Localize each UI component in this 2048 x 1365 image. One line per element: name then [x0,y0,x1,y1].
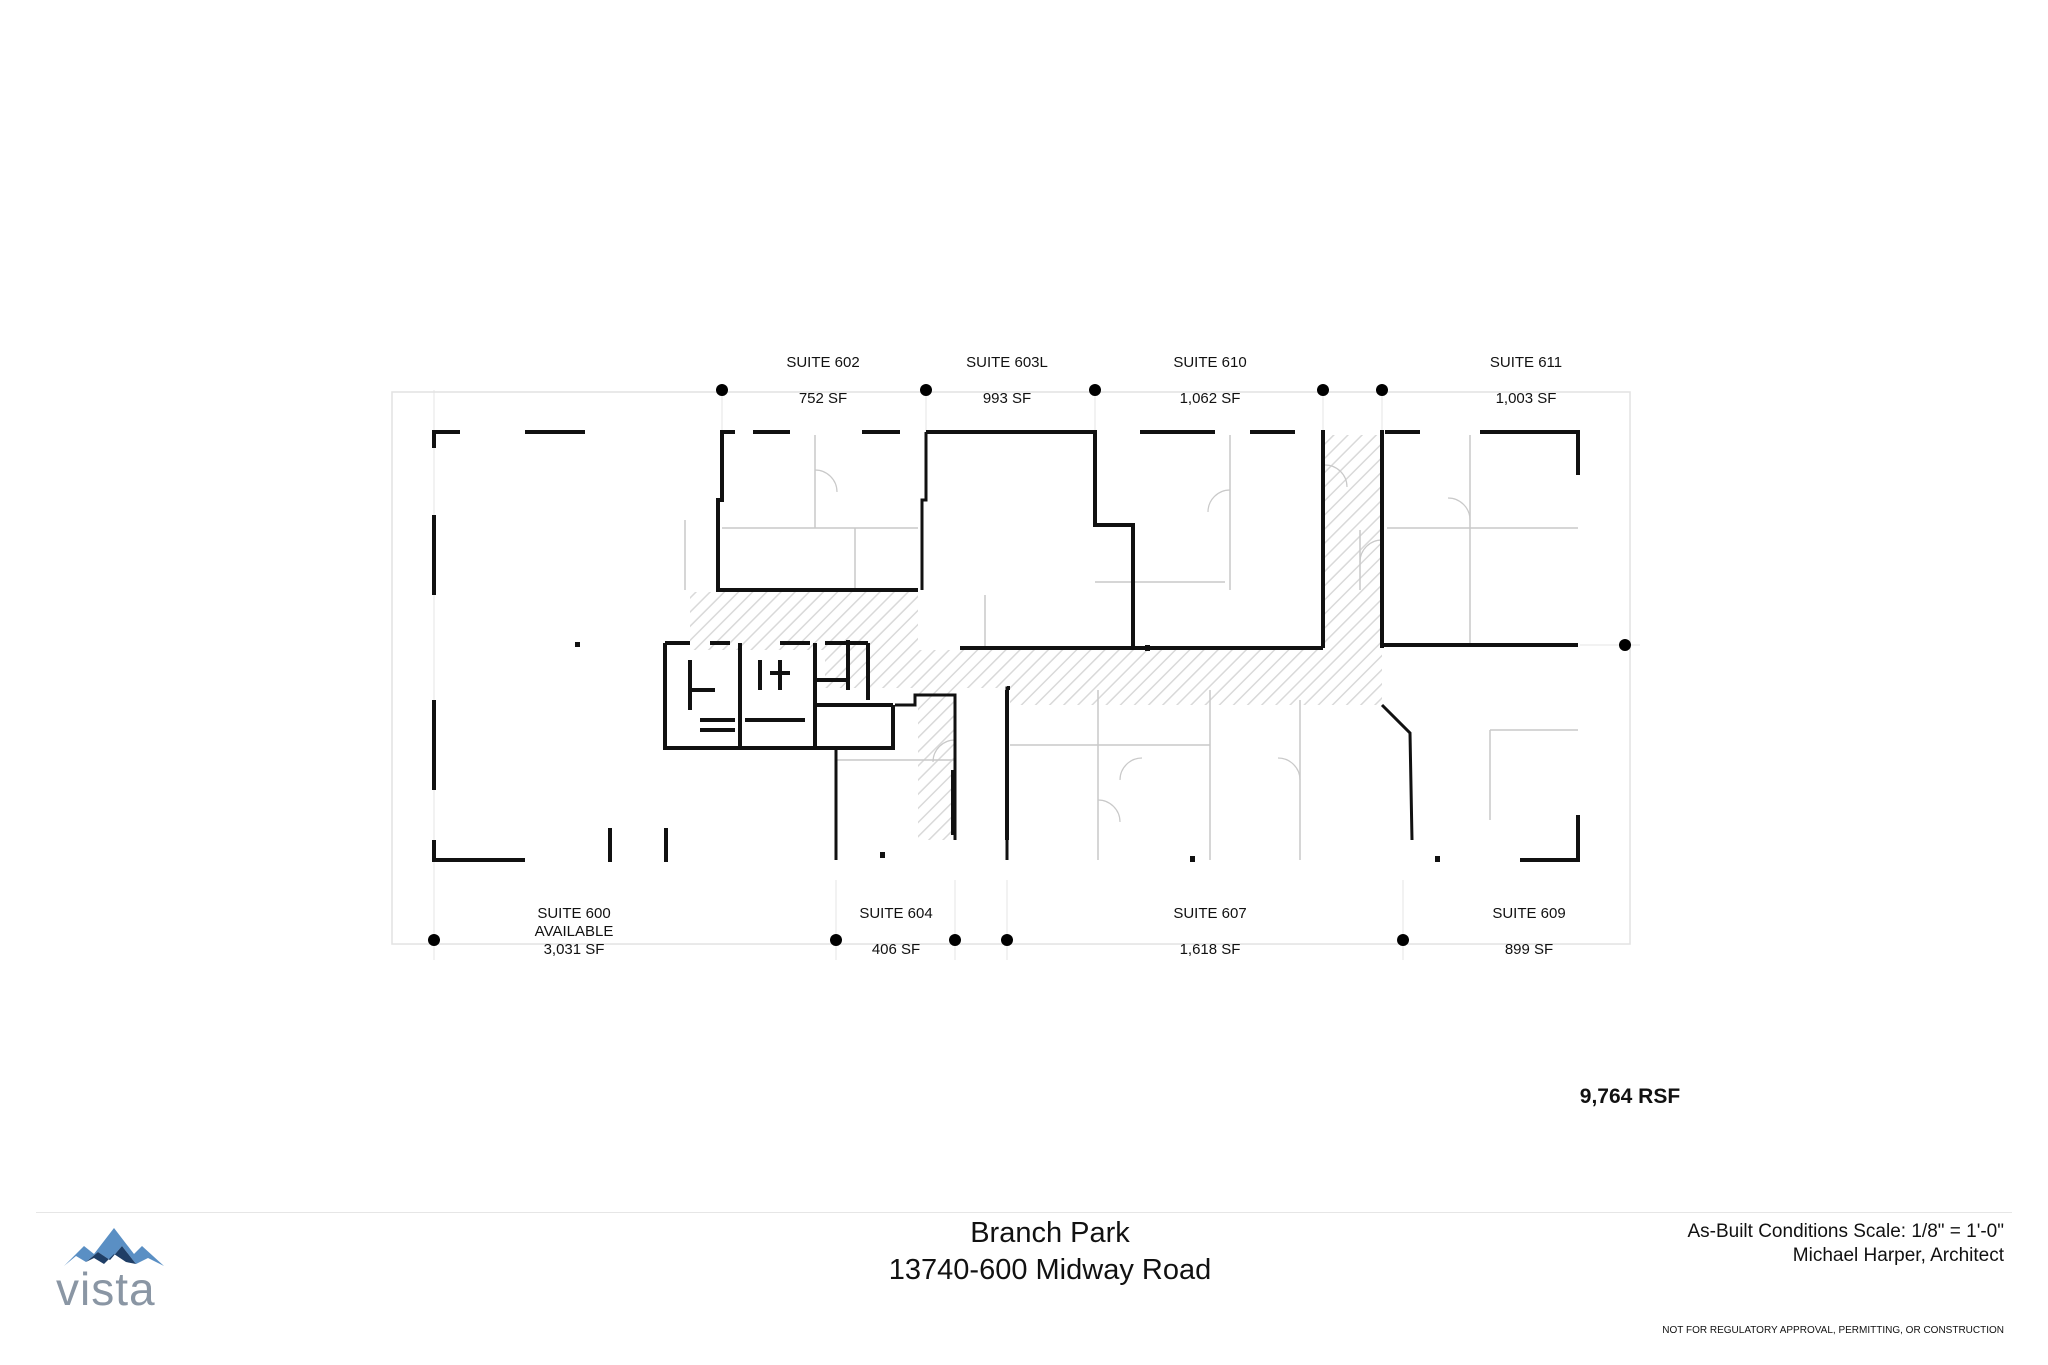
suite-611-name: SUITE 611 [1489,354,1563,371]
logo-wordmark: vista [56,1263,156,1315]
vista-logo-icon [64,1228,164,1266]
suite-611-area: 1,003 SF [1495,390,1557,407]
suite-604-area: 406 SF [871,941,921,958]
suite-604-name: SUITE 604 [859,905,933,922]
scale-note: As-Built Conditions Scale: 1/8" = 1'-0" [1687,1221,2004,1242]
suite-610-name: SUITE 610 [1173,354,1247,371]
suite-600-area: 3,031 SF [543,941,605,958]
total-rentable-area: 9,764 RSF [1579,1085,1681,1108]
disclaimer: NOT FOR REGULATORY APPROVAL, PERMITTING,… [1662,1325,2004,1336]
suite-600-status: AVAILABLE [534,923,614,940]
suite-602-name: SUITE 602 [786,354,860,371]
suite-603l-name: SUITE 603L [966,354,1048,371]
suite-602-area: 752 SF [798,390,848,407]
suite-609-area: 899 SF [1504,941,1554,958]
footer-divider [36,1212,2012,1213]
building-address: 13740-600 Midway Road [888,1254,1212,1286]
suite-600-name: SUITE 600 [537,905,611,922]
suite-603l-area: 993 SF [982,390,1032,407]
suite-609-name: SUITE 609 [1492,905,1566,922]
suite-610-area: 1,062 SF [1179,390,1241,407]
architect-credit: Michael Harper, Architect [1792,1245,2004,1266]
suite-607-area: 1,618 SF [1179,941,1241,958]
building-name: Branch Park [970,1217,1130,1249]
suite-607-name: SUITE 607 [1173,905,1247,922]
